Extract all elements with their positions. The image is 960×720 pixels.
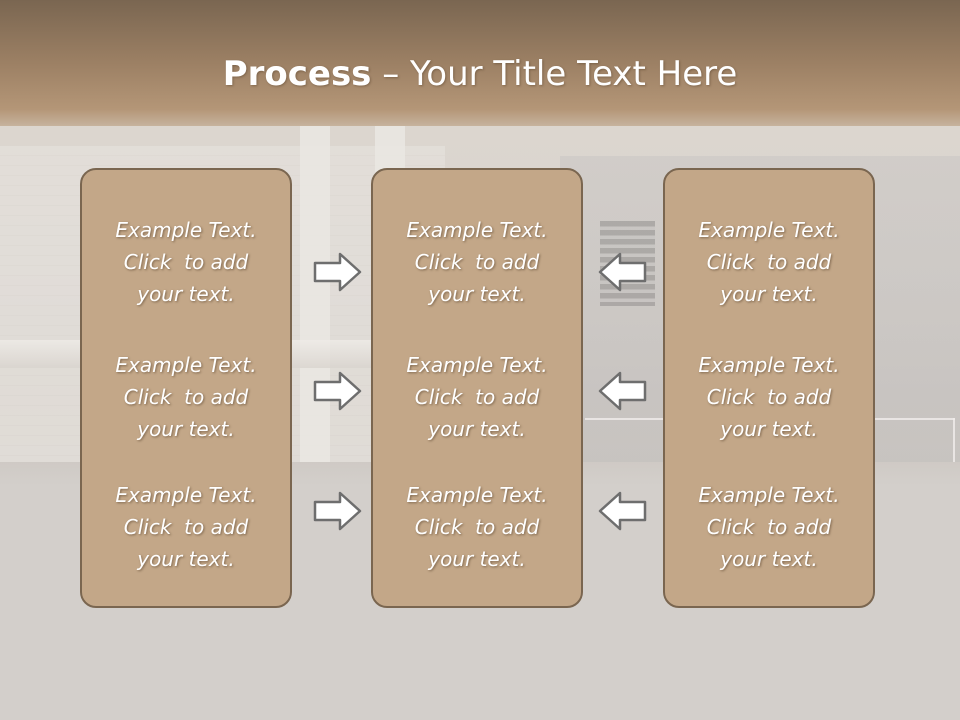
text-placeholder[interactable]: Example Text. Click to add your text.	[373, 214, 581, 310]
text-line: Example Text.	[406, 218, 548, 242]
text-line: Example Text.	[698, 353, 840, 377]
photo-sign-line	[953, 418, 955, 464]
text-line: Example Text.	[406, 483, 548, 507]
process-box-middle[interactable]: Example Text. Click to add your text. Ex…	[371, 168, 583, 608]
text-line: Example Text.	[698, 483, 840, 507]
text-placeholder[interactable]: Example Text. Click to add your text.	[665, 479, 873, 575]
text-placeholder[interactable]: Example Text. Click to add your text.	[665, 214, 873, 310]
arrow-right-icon	[313, 252, 362, 292]
text-line: your text.	[137, 282, 235, 306]
text-line: Click to add	[414, 250, 540, 274]
text-line: Click to add	[123, 250, 249, 274]
process-box-right[interactable]: Example Text. Click to add your text. Ex…	[663, 168, 875, 608]
text-line: Click to add	[414, 385, 540, 409]
text-line: your text.	[428, 417, 526, 441]
text-line: your text.	[720, 417, 818, 441]
text-line: Example Text.	[115, 353, 257, 377]
title-rest: – Your Title Text Here	[371, 54, 738, 94]
slide-title[interactable]: Process – Your Title Text Here	[0, 52, 960, 96]
text-placeholder[interactable]: Example Text. Click to add your text.	[82, 349, 290, 445]
arrow-right-icon	[313, 371, 362, 411]
photo-post	[300, 126, 330, 476]
process-box-left[interactable]: Example Text. Click to add your text. Ex…	[80, 168, 292, 608]
text-line: your text.	[720, 282, 818, 306]
text-line: Click to add	[706, 515, 832, 539]
title-band	[0, 0, 960, 140]
text-line: Example Text.	[698, 218, 840, 242]
text-line: Click to add	[123, 515, 249, 539]
text-line: your text.	[428, 547, 526, 571]
text-placeholder[interactable]: Example Text. Click to add your text.	[665, 349, 873, 445]
text-line: Click to add	[123, 385, 249, 409]
arrow-left-icon	[598, 491, 647, 531]
text-line: Example Text.	[115, 218, 257, 242]
text-line: your text.	[720, 547, 818, 571]
text-placeholder[interactable]: Example Text. Click to add your text.	[82, 214, 290, 310]
text-line: Click to add	[706, 250, 832, 274]
text-line: Click to add	[706, 385, 832, 409]
text-line: Example Text.	[115, 483, 257, 507]
text-placeholder[interactable]: Example Text. Click to add your text.	[373, 349, 581, 445]
text-placeholder[interactable]: Example Text. Click to add your text.	[373, 479, 581, 575]
text-placeholder[interactable]: Example Text. Click to add your text.	[82, 479, 290, 575]
text-line: Example Text.	[406, 353, 548, 377]
text-line: Click to add	[414, 515, 540, 539]
text-line: your text.	[428, 282, 526, 306]
arrow-left-icon	[598, 252, 647, 292]
text-line: your text.	[137, 547, 235, 571]
arrow-left-icon	[598, 371, 647, 411]
arrow-right-icon	[313, 491, 362, 531]
title-bold: Process	[222, 54, 372, 94]
text-line: your text.	[137, 417, 235, 441]
